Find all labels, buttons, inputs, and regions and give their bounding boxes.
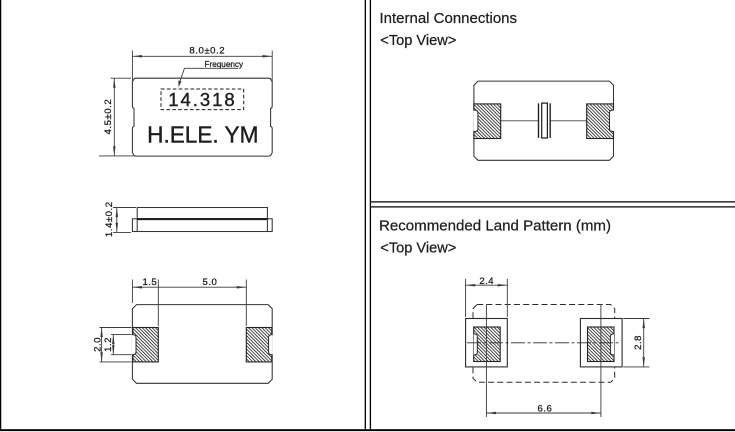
svg-text:1.4±0.2: 1.4±0.2	[104, 202, 115, 237]
svg-text:8.0±0.2: 8.0±0.2	[189, 46, 224, 57]
svg-text:1.2: 1.2	[103, 338, 114, 352]
svg-text:Internal Connections: Internal Connections	[380, 10, 518, 27]
svg-text:Frequency: Frequency	[205, 60, 245, 69]
svg-text:14.318: 14.318	[168, 89, 234, 110]
svg-text:6.6: 6.6	[538, 403, 552, 414]
svg-text:Recommended Land Pattern (mm): Recommended Land Pattern (mm)	[379, 217, 611, 234]
svg-text:1.5: 1.5	[142, 277, 156, 288]
svg-text:H.ELE. YM: H.ELE. YM	[147, 122, 258, 148]
svg-text:2.8: 2.8	[633, 336, 644, 350]
svg-text:5.0: 5.0	[203, 277, 217, 288]
svg-text:<Top View>: <Top View>	[380, 33, 456, 49]
svg-text:4.5±0.2: 4.5±0.2	[103, 99, 114, 134]
svg-text:<Top View>: <Top View>	[380, 240, 456, 256]
svg-text:2.0: 2.0	[92, 338, 103, 352]
svg-text:2.4: 2.4	[479, 276, 494, 287]
